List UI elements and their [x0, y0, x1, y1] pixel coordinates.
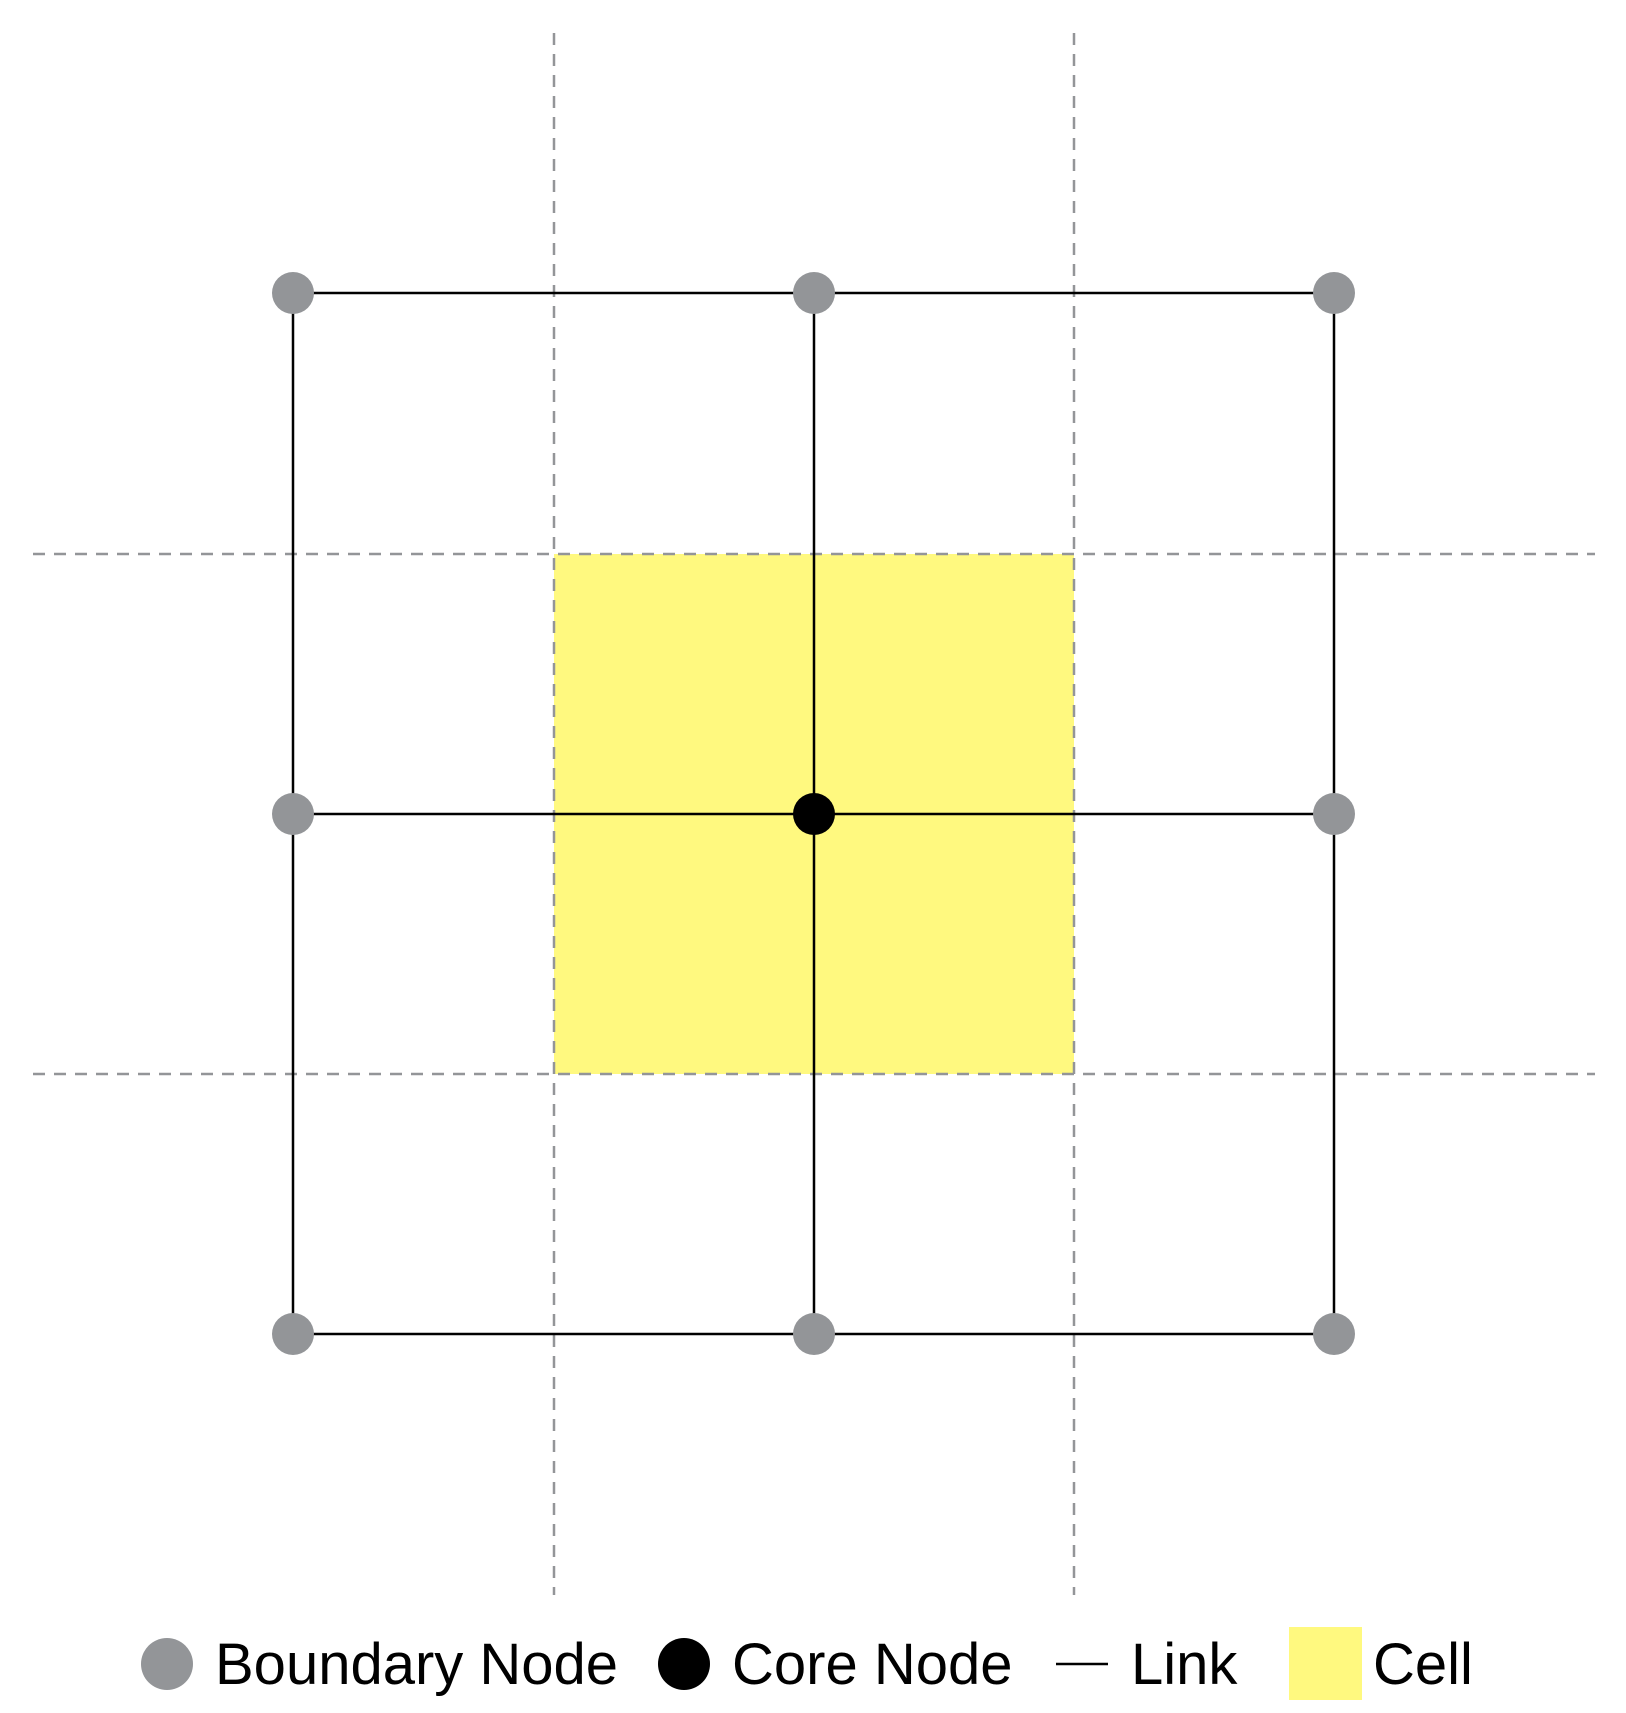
- core-node: [793, 793, 835, 835]
- boundary-node: [272, 793, 314, 835]
- legend-cell-label: Cell: [1373, 1632, 1473, 1697]
- nodes: [272, 272, 1355, 1355]
- legend-link-label: Link: [1131, 1632, 1238, 1697]
- boundary-node: [793, 272, 835, 314]
- boundary-node: [1313, 1313, 1355, 1355]
- legend-boundary-node-label: Boundary Node: [215, 1632, 618, 1697]
- legend-cell-swatch: [1289, 1627, 1362, 1700]
- boundary-node: [272, 1313, 314, 1355]
- boundary-node: [1313, 793, 1355, 835]
- legend-core-node-label: Core Node: [732, 1632, 1012, 1697]
- boundary-node: [793, 1313, 835, 1355]
- legend: Boundary Node Core Node Link Cell: [141, 1627, 1473, 1700]
- legend-boundary-node-swatch: [141, 1638, 193, 1690]
- boundary-node: [1313, 272, 1355, 314]
- legend-core-node-swatch: [658, 1638, 710, 1690]
- boundary-node: [272, 272, 314, 314]
